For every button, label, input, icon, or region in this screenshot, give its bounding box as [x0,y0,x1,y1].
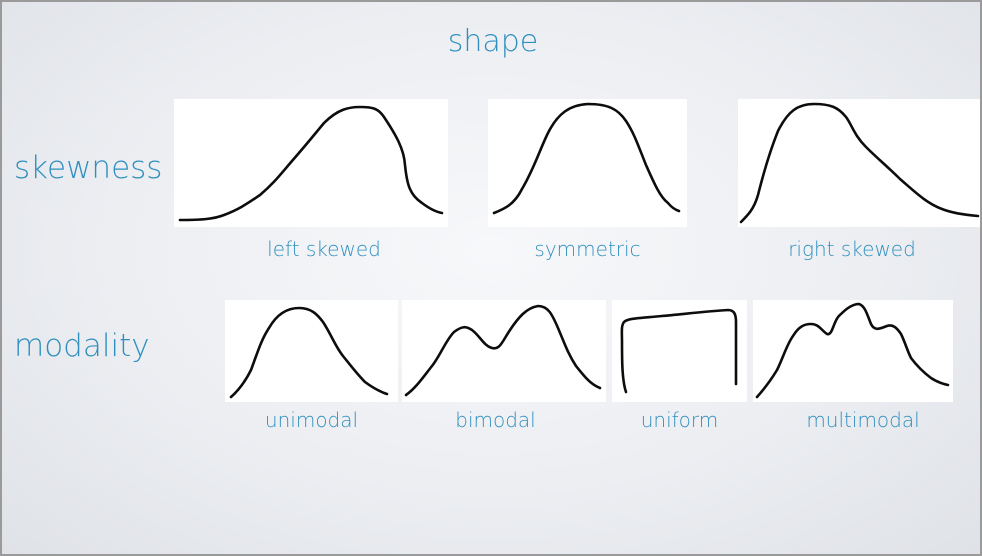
multimodal-panel [753,300,953,402]
left-skewed-curve [178,105,444,222]
symmetric-caption: symmetric [534,237,641,261]
uniform-panel [612,300,747,402]
bimodal-caption: bimodal [455,408,536,432]
unimodal-curve [229,306,389,399]
right-skewed-curve [739,102,980,224]
right-skewed-caption: right skewed [788,237,916,261]
modality-row-label: modality [14,328,150,364]
symmetric-panel [488,99,687,227]
left-skewed-panel [174,99,448,227]
bimodal-panel [402,300,606,402]
symmetric-curve [492,102,681,215]
left-skewed-caption: left skewed [267,237,381,261]
skewness-row-label: skewness [14,150,163,186]
unimodal-caption: unimodal [264,408,359,432]
uniform-caption: uniform [640,408,719,432]
unimodal-panel [225,300,398,402]
multimodal-curve [755,302,950,399]
multimodal-caption: multimodal [806,408,920,432]
slide-title: shape [447,24,539,59]
right-skewed-panel [738,99,980,227]
bimodal-curve [404,304,602,397]
uniform-curve [620,308,738,394]
